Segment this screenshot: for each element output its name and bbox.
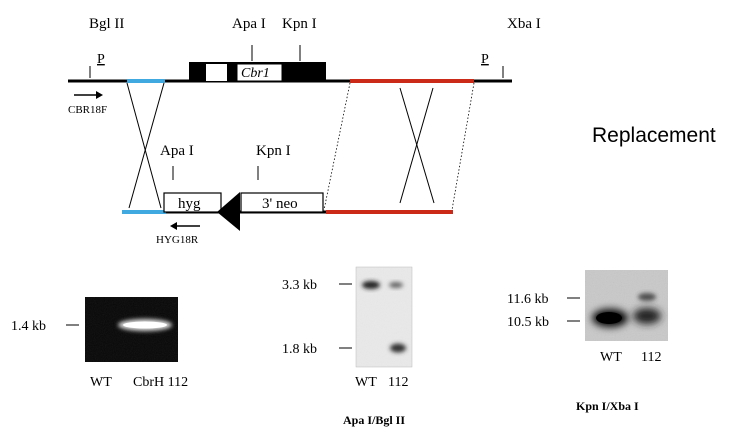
hyg-cassette-box — [163, 192, 222, 213]
kpn-band-112-10.5kb — [633, 308, 661, 324]
apa-blot-caption: Apa I/Bgl II — [343, 413, 405, 427]
cbr1-gene-label: Cbr1 — [241, 66, 270, 81]
kpn1-site-label: Kpn I — [282, 16, 317, 32]
pcr-lane-cbrh112: CbrH 112 — [133, 375, 188, 390]
apa-band-112-3.3kb — [389, 282, 403, 288]
kpn1-construct-label: Kpn I — [256, 143, 291, 159]
pcr-band-core — [123, 321, 167, 329]
cbr1-label-box — [236, 63, 283, 82]
neo-cassette-box — [240, 192, 324, 213]
primer-reverse-arrowhead — [170, 222, 177, 230]
apa-marker-high-label: 3.3 kb — [282, 278, 317, 293]
southern-blot-kpn-panel: 11.6 kb 10.5 kb WT 112 Kpn I/Xba I — [507, 270, 668, 413]
wildtype-locus: Bgl II Apa I Kpn I Xba I P P Cbr1 CBR18F — [68, 16, 541, 116]
southern-blot-apa-panel: 3.3 kb 1.8 kb WT 112 Apa I/Bgl II — [282, 266, 413, 427]
pcr-lane-wt: WT — [90, 375, 112, 390]
kpn-lane-wt: WT — [600, 350, 622, 365]
loxp-triangle — [217, 192, 240, 231]
apa-band-112-1.8kb — [390, 343, 406, 353]
kpn-marker-low-label: 10.5 kb — [507, 315, 549, 330]
pcr-marker-label: 1.4 kb — [11, 319, 46, 334]
kpn-band-112-11.6kb — [638, 293, 656, 301]
neo-cassette-label: 3' neo — [262, 196, 298, 212]
primer-forward-arrowhead — [96, 91, 103, 99]
targeting-construct: Apa I Kpn I hyg 3' neo HYG18R — [122, 143, 453, 246]
apa-marker-low-label: 1.8 kb — [282, 342, 317, 357]
kpn-band-wt-core — [596, 312, 622, 324]
hyg-cassette-label: hyg — [178, 196, 201, 212]
probe-right-label: P — [481, 52, 489, 67]
probe-left-label: P — [97, 52, 105, 67]
cbr1-exon-gap — [206, 64, 227, 81]
replacement-label: Replacement — [592, 124, 716, 147]
apa1-site-label: Apa I — [232, 16, 266, 32]
pcr-gel-panel: 1.4 kb WT CbrH 112 — [11, 297, 188, 390]
kpn-marker-high-label: 11.6 kb — [507, 292, 548, 307]
apa-band-wt-3.3kb — [362, 281, 380, 289]
primer-forward-label: CBR18F — [68, 104, 107, 116]
crossover-lines — [126, 82, 475, 211]
bgl2-site-label: Bgl II — [89, 16, 124, 32]
xba1-site-label: Xba I — [507, 16, 541, 32]
apa-lane-112: 112 — [388, 375, 408, 390]
kpn-lane-112: 112 — [641, 350, 661, 365]
kpn-blot-caption: Kpn I/Xba I — [576, 399, 639, 413]
apa1-construct-label: Apa I — [160, 143, 194, 159]
apa-lane-wt: WT — [355, 375, 377, 390]
primer-reverse-label: HYG18R — [156, 234, 199, 246]
